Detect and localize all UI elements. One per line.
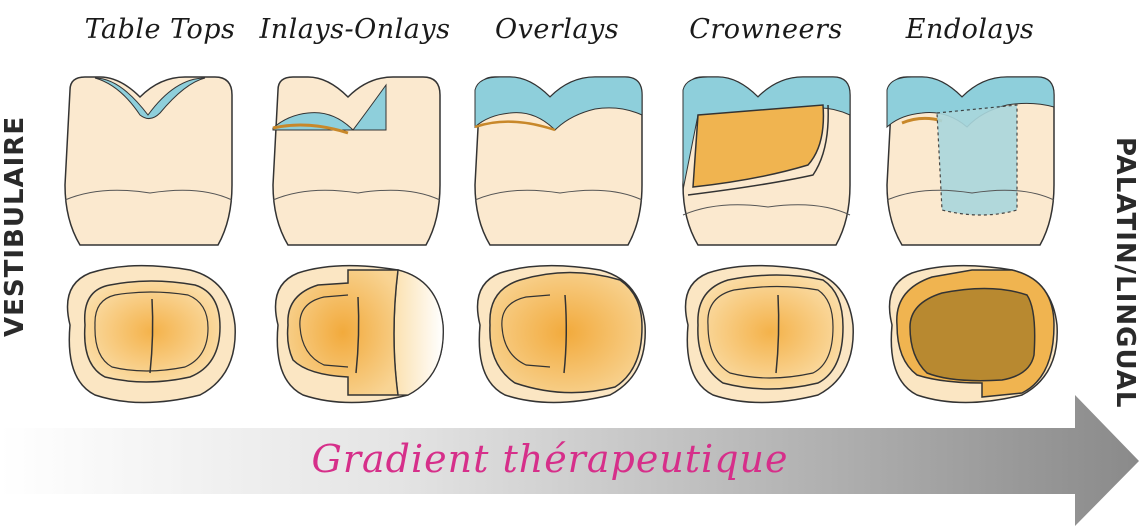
column-title-table-tops: Table Tops <box>60 14 260 45</box>
palatin-lingual-label: PALATIN/LINGUAL <box>1110 137 1139 337</box>
tooth-occlusal-inlays-onlays <box>276 266 444 403</box>
tooth-side-overlays <box>475 77 642 245</box>
tooth-occlusal-overlays <box>478 266 646 403</box>
tooth-side-endolays <box>887 77 1054 245</box>
column-title-crowneers: Crowneers <box>666 14 866 45</box>
column-title-overlays: Overlays <box>457 14 657 45</box>
vestibulaire-label: VESTIBULAIRE <box>0 137 30 337</box>
tooth-occlusal-table-tops <box>68 266 236 403</box>
tooth-side-inlays-onlays <box>273 77 440 245</box>
gradient-therapeutique-label: Gradient thérapeutique <box>300 437 800 481</box>
tooth-occlusal-crowneers <box>686 266 854 403</box>
column-title-inlays-onlays: Inlays-Onlays <box>255 14 455 45</box>
tooth-side-table-tops <box>65 77 232 245</box>
tooth-occlusal-endolays <box>890 266 1058 403</box>
column-title-endolays: Endolays <box>870 14 1070 45</box>
tooth-side-crowneers <box>683 77 850 245</box>
